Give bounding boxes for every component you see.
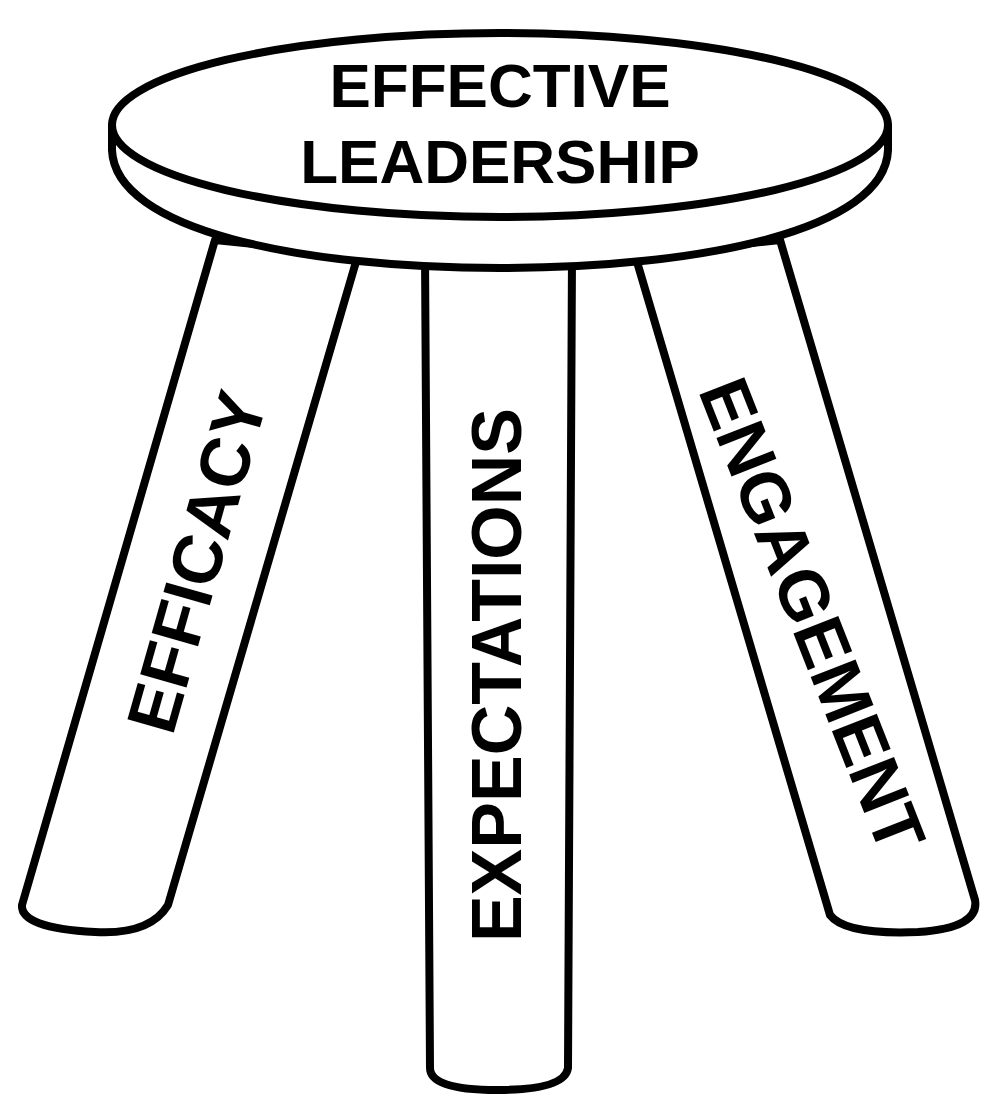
node-text: EFFICACY [116,384,279,740]
stool-leg [22,240,358,932]
stool-leg [635,240,975,932]
seat-label: EFFECTIVE LEADERSHIP [270,46,730,202]
leg-label: EFFICACY [62,258,331,865]
stool-leg [425,255,572,1090]
leg-label: EXPECTATIONS [437,315,557,1035]
node-text: EXPECTATIONS [462,408,532,942]
leg-label: ENGAGEMENT [644,297,981,933]
node-text: ENGAGEMENT [687,369,936,861]
stool-seat-top [112,33,888,217]
node-text: EFFECTIVE LEADERSHIP [270,48,730,200]
